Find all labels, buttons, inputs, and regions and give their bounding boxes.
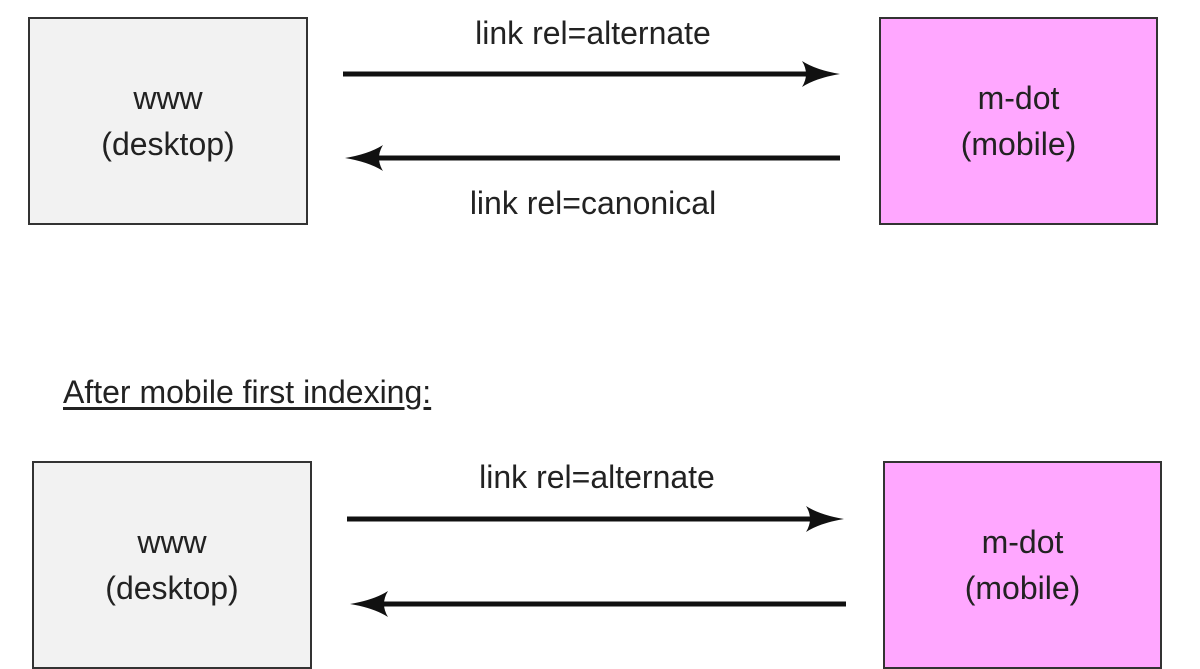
desktop-box-top-line1: www	[133, 79, 203, 116]
section-heading: After mobile first indexing:	[63, 374, 432, 410]
bottom-forward-arrow	[347, 506, 844, 532]
bottom-forward-link-label: link rel=alternate	[479, 459, 715, 495]
top-backward-arrow	[345, 145, 840, 171]
bottom-backward-arrow	[350, 591, 846, 617]
mobile-box-top: m-dot (mobile)	[879, 17, 1158, 225]
desktop-box-bottom-line2: (desktop)	[105, 570, 239, 606]
top-backward-link-label: link rel=canonical	[469, 185, 717, 221]
top-forward-arrow	[343, 61, 840, 87]
top-forward-link-label: link rel=alternate	[475, 15, 711, 51]
mobile-box-top-line1: m-dot	[977, 79, 1060, 116]
arrows-layer	[343, 61, 846, 617]
desktop-box-top: www (desktop)	[28, 17, 308, 225]
mobile-box-bottom-line2: (mobile)	[964, 570, 1081, 606]
mobile-box-bottom-line1: m-dot	[981, 523, 1064, 560]
mobile-box-top-line2: (mobile)	[960, 126, 1077, 162]
desktop-box-top-line2: (desktop)	[101, 126, 235, 162]
desktop-box-bottom-line1: www	[137, 523, 207, 560]
